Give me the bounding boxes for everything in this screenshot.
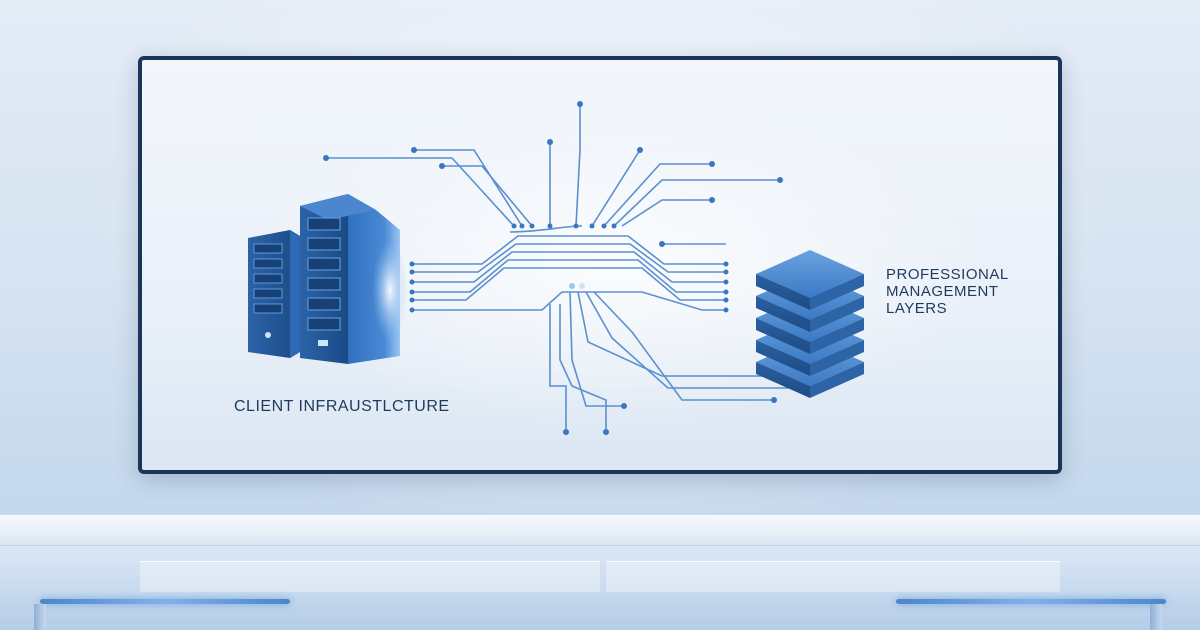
desk-light-right [896, 599, 1166, 604]
desk-surface [0, 515, 1200, 545]
desk-drawer-left [140, 561, 600, 592]
desk [0, 515, 1200, 630]
desk-drawer-right [606, 561, 1060, 592]
desk-leg-right [1150, 604, 1162, 630]
management-layers-label: PROFESSIONAL MANAGEMENT LAYERS [886, 266, 1046, 317]
client-infrastructure-label: CLIENT INFRAUSTLCTURE [234, 398, 450, 415]
management-layers-line-2: MANAGEMENT [886, 283, 999, 300]
desk-leg-left [34, 604, 46, 630]
circuit-traces [326, 104, 824, 432]
monitor-screen: CLIENT INFRAUSTLCTURE PROFESSIONAL MANAG… [138, 56, 1062, 474]
management-layers-line-1: PROFESSIONAL [886, 266, 1009, 283]
desk-front [0, 545, 1200, 598]
management-layers-line-3: LAYERS [886, 300, 948, 317]
server-rack-small-icon [248, 230, 300, 358]
desk-light-left [40, 599, 290, 604]
layer-stack-icon [756, 250, 864, 398]
server-rack-large-icon [300, 194, 408, 364]
diagram-svg [248, 101, 864, 435]
